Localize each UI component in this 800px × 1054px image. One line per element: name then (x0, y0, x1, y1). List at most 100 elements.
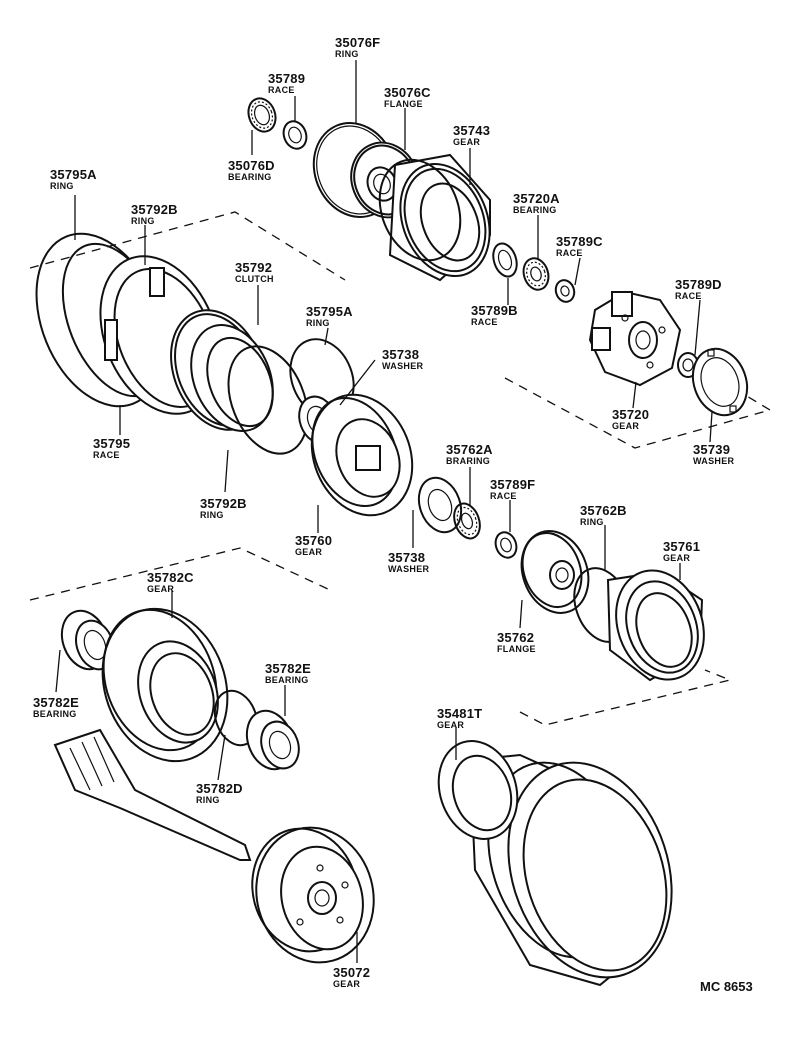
callout-35720: 35720 GEAR (612, 408, 649, 431)
leader-lines (55, 60, 713, 963)
part-name: WASHER (693, 456, 735, 466)
callout-35789c: 35789C RACE (556, 235, 603, 258)
race-35789-shape (282, 120, 308, 150)
callout-35782c: 35782C GEAR (147, 571, 194, 594)
part-name: RACE (675, 291, 702, 301)
part-name: BEARING (513, 205, 557, 215)
part-number: 35739 (693, 442, 731, 457)
callout-35738-top: 35738 WASHER (382, 348, 423, 371)
gear-35072-shape (251, 826, 375, 964)
callout-35738-bottom: 35738 WASHER (388, 551, 429, 574)
race-35789f-shape (494, 531, 518, 559)
callout-35789: 35789 RACE (268, 72, 305, 95)
output-shaft-shape (53, 728, 252, 861)
part-number: 35782D (196, 781, 243, 796)
part-name: BRARING (446, 456, 491, 466)
callout-35760: 35760 GEAR (295, 534, 332, 557)
part-name: GEAR (612, 421, 640, 431)
part-number: 35072 (333, 965, 371, 980)
clutch-35792-shape (170, 309, 274, 432)
assembly-boundary-lines (29, 211, 772, 726)
part-name: RACE (268, 85, 295, 95)
callout-35789d: 35789D RACE (675, 278, 722, 301)
washer-35739-shape (691, 347, 749, 417)
race-35789c-shape (554, 279, 576, 303)
part-name: RACE (490, 491, 517, 501)
callout-35789f: 35789F RACE (490, 478, 535, 501)
bearing-35720a-shape (522, 257, 550, 291)
callout-35789b: 35789B RACE (471, 304, 518, 327)
part-name: GEAR (295, 547, 323, 557)
bearing-35076d-shape (247, 97, 277, 133)
part-name: BEARING (228, 172, 272, 182)
ring-35782d-shape (213, 689, 259, 747)
part-name: RING (335, 49, 359, 59)
gear-35743-shape (378, 153, 491, 282)
part-number: 35762B (580, 503, 627, 518)
gear-35760-shape (310, 393, 414, 517)
callout-35739: 35739 WASHER (693, 443, 734, 466)
part-number: 35792 (235, 260, 273, 275)
gear-35782c-shape (101, 607, 229, 763)
part-name: RING (131, 216, 155, 226)
part-number: 35738 (382, 347, 420, 362)
part-number: 35789D (675, 277, 722, 292)
part-name: GEAR (663, 553, 691, 563)
callout-35076d: 35076D BEARING (228, 159, 275, 182)
part-number: 35076F (335, 35, 381, 50)
part-number: 35782C (147, 570, 194, 585)
callout-35762: 35762 FLANGE (497, 631, 536, 654)
part-number: 35792B (131, 202, 178, 217)
part-name: RING (580, 517, 604, 527)
part-name: RING (196, 795, 220, 805)
part-number: 35762 (497, 630, 535, 645)
callout-35782d: 35782D RING (196, 782, 243, 805)
gear-35481t-shape (437, 740, 673, 987)
callout-35076c: 35076C FLANGE (384, 86, 431, 109)
part-name: WASHER (388, 564, 430, 574)
callout-35795: 35795 RACE (93, 437, 130, 460)
part-number: 35795 (93, 436, 131, 451)
callout-35743: 35743 GEAR (453, 124, 490, 147)
part-number: 35795A (306, 304, 353, 319)
part-number: 35743 (453, 123, 491, 138)
part-number: 35792B (200, 496, 247, 511)
callout-35762b: 35762B RING (580, 504, 627, 527)
callout-35076f: 35076F RING (335, 36, 380, 59)
callout-35761: 35761 GEAR (663, 540, 700, 563)
bearing-35762a-shape (453, 502, 481, 540)
part-number: 35789C (556, 234, 603, 249)
part-name: GEAR (437, 720, 465, 730)
part-number: 35720 (612, 407, 650, 422)
part-name: FLANGE (497, 644, 536, 654)
callout-35792b-bottom: 35792B RING (200, 497, 247, 520)
gear-35720-shape (588, 290, 682, 387)
part-number: 35738 (388, 550, 426, 565)
part-name: RACE (556, 248, 583, 258)
part-number: 35782E (33, 695, 80, 710)
race-35789b-shape (492, 242, 518, 278)
callout-35782e-right: 35782E BEARING (265, 662, 311, 685)
part-number: 35789 (268, 71, 306, 86)
washer-35738-bottom-shape (417, 476, 463, 534)
part-name: GEAR (333, 979, 361, 989)
part-number: 35789F (490, 477, 536, 492)
part-name: GEAR (147, 584, 175, 594)
part-name: CLUTCH (235, 274, 274, 284)
callout-35792: 35792 CLUTCH (235, 261, 274, 284)
callout-35795a-top: 35795A RING (50, 168, 97, 191)
part-number: 35762A (446, 442, 493, 457)
callout-35795a-mid: 35795A RING (306, 305, 353, 328)
gear-35761-shape (606, 569, 705, 682)
part-name: RING (306, 318, 330, 328)
part-name: RACE (471, 317, 498, 327)
part-number: 35760 (295, 533, 333, 548)
bearing-35782e-right-shape (245, 709, 300, 771)
part-number: 35782E (265, 661, 312, 676)
part-name: BEARING (33, 709, 77, 719)
part-number: 35789B (471, 303, 518, 318)
callout-35782e-left: 35782E BEARING (33, 696, 79, 719)
part-number: 35481T (437, 706, 483, 721)
flange-35762-shape (520, 530, 590, 614)
